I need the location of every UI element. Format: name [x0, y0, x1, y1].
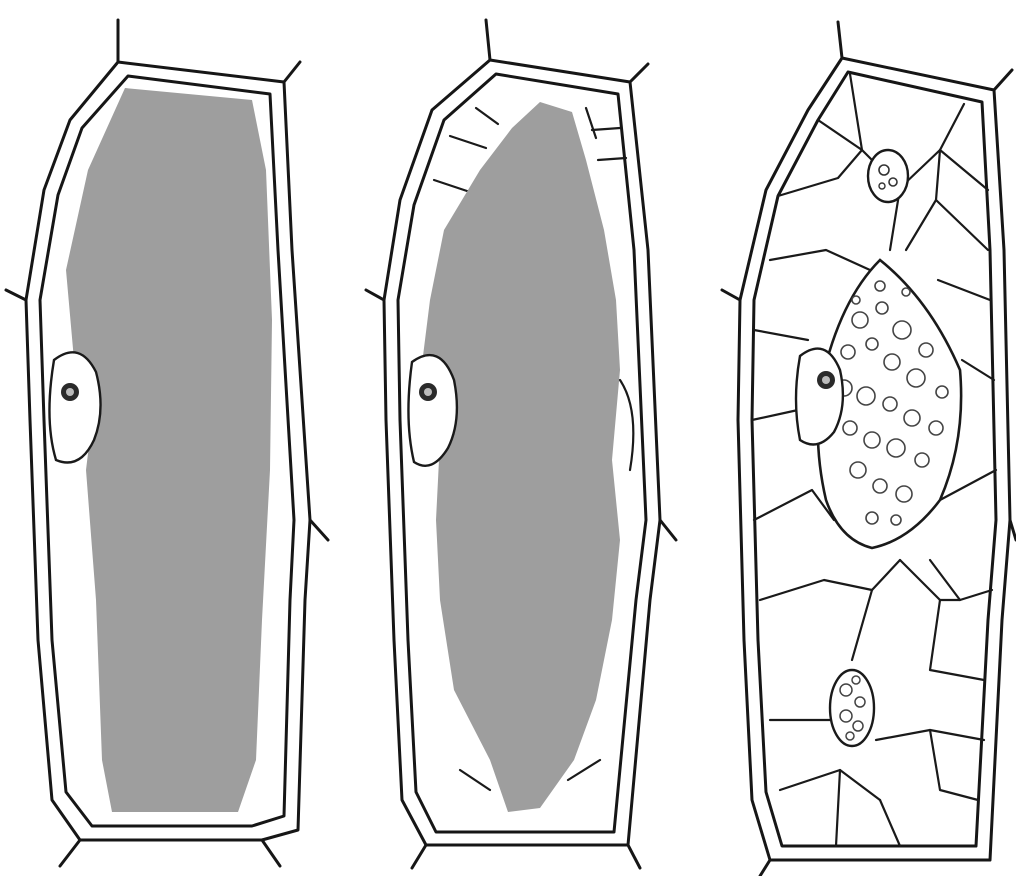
cell-2-vacuole [420, 102, 620, 812]
cell-3-nucleus [796, 349, 843, 445]
cell-3 [722, 22, 1016, 876]
cell-2 [366, 20, 676, 868]
cell-3-upper-granule-body [868, 150, 908, 202]
cell-1-vacuole [66, 88, 272, 812]
cell-1 [6, 20, 328, 866]
